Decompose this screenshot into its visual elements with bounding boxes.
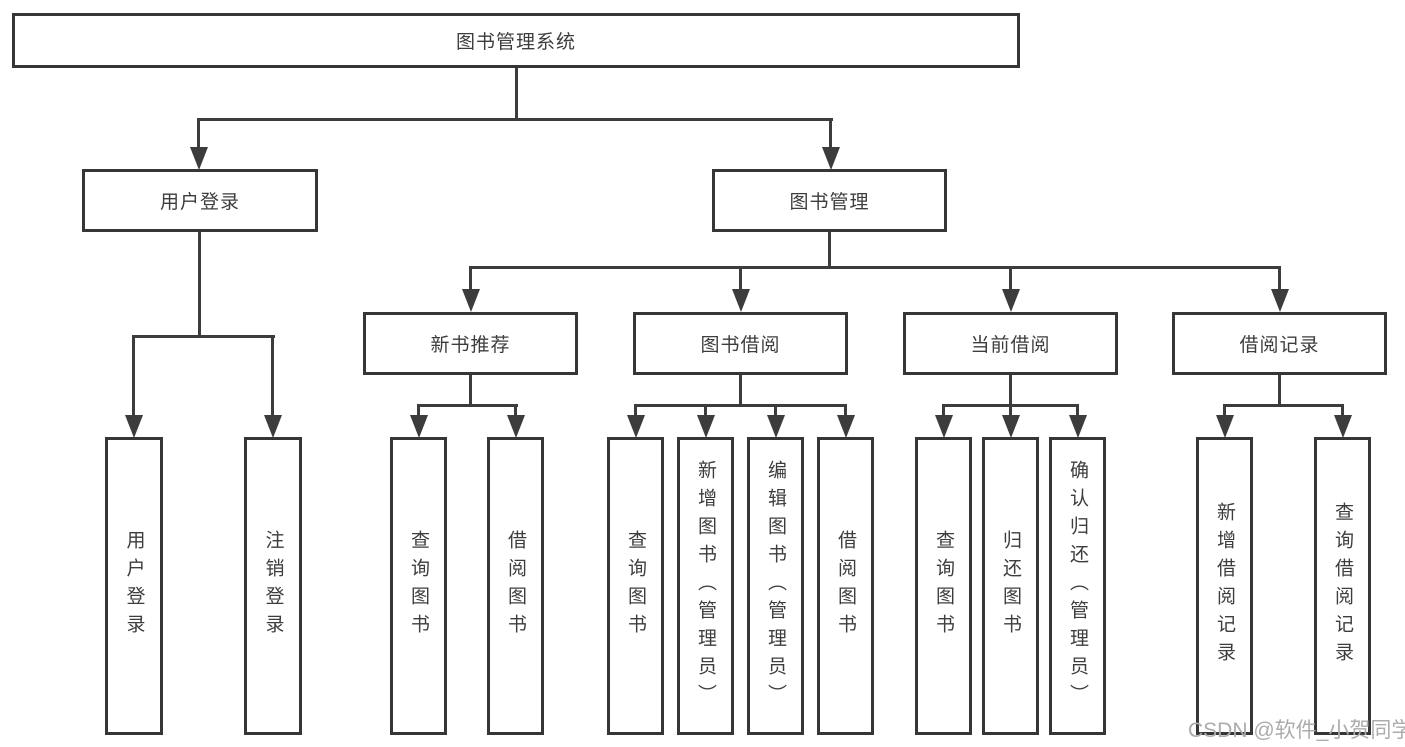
arrow-down-icon [1069,415,1087,438]
leaf-return-books-label: 归还图书 [1000,530,1021,642]
connector-line [828,232,831,269]
node-current-borrowing: 当前借阅 [903,312,1118,375]
connector-line [197,118,200,149]
connector-line [774,404,777,417]
arrow-down-icon [1216,415,1234,438]
leaf-edit-book-admin: 编辑图书（管理员） [747,437,804,735]
connector-line [417,404,420,417]
arrow-down-icon [190,147,208,170]
leaf-borrow-books-recommend: 借阅图书 [487,437,544,735]
connector-line [829,118,832,149]
leaf-add-borrow-record: 新增借阅记录 [1196,437,1253,735]
leaf-query-books-borrowing: 查询图书 [607,437,664,735]
connector-line [704,404,707,417]
node-root-label: 图书管理系统 [455,32,576,53]
arrow-down-icon [410,415,428,438]
connector-line [1009,375,1012,407]
leaf-logout: 注销登录 [244,437,302,735]
connector-line [1009,404,1012,417]
node-new-book-recommend-label: 新书推荐 [430,335,511,356]
arrow-down-icon [697,415,715,438]
node-book-management-label: 图书管理 [789,192,870,213]
leaf-query-books-recommend-label: 查询图书 [408,530,429,642]
leaf-query-books-recommend: 查询图书 [390,437,447,735]
connector-line [1009,266,1012,293]
node-book-borrowing-label: 图书借阅 [700,335,781,356]
connector-line [1076,404,1079,417]
connector-line [942,404,945,417]
connector-line [739,266,742,293]
csdn-watermark: CSDN @软件_小贺同学 [1188,719,1405,742]
connector-line [739,375,742,407]
node-current-borrowing-label: 当前借阅 [970,335,1051,356]
connector-line [1278,266,1281,293]
node-new-book-recommend: 新书推荐 [363,312,578,375]
leaf-edit-book-admin-label: 编辑图书（管理员） [765,460,786,712]
node-user-login: 用户登录 [82,169,318,232]
leaf-query-borrow-record-label: 查询借阅记录 [1332,502,1353,670]
connector-line [469,266,472,293]
connector-line [634,404,637,417]
node-borrow-records-label: 借阅记录 [1239,335,1320,356]
connector-line [271,335,274,417]
leaf-add-borrow-record-label: 新增借阅记录 [1214,502,1235,670]
arrow-down-icon [732,289,750,312]
arrow-down-icon [264,415,282,438]
connector-line [417,404,518,407]
leaf-user-login-label: 用户登录 [123,530,145,642]
arrow-down-icon [767,415,785,438]
arrow-down-icon [1002,289,1020,312]
leaf-logout-label: 注销登录 [262,530,284,642]
connector-line [132,335,135,417]
connector-line [515,68,518,121]
connector-line [198,232,201,338]
leaf-confirm-return-admin: 确认归还（管理员） [1049,437,1106,735]
leaf-query-books-current-label: 查询图书 [933,530,954,642]
leaf-query-books-borrowing-label: 查询图书 [625,530,646,642]
node-borrow-records: 借阅记录 [1172,312,1387,375]
arrow-down-icon [1334,415,1352,438]
connector-line [1278,375,1281,407]
arrow-down-icon [822,147,840,170]
leaf-confirm-return-admin-label: 确认归还（管理员） [1067,460,1088,712]
leaf-query-books-current: 查询图书 [915,437,972,735]
leaf-return-books: 归还图书 [982,437,1039,735]
connector-line [1223,404,1344,407]
arrow-down-icon [837,415,855,438]
connector-line [469,266,1281,269]
connector-line [1223,404,1226,417]
node-book-borrowing: 图书借阅 [633,312,848,375]
leaf-add-book-admin: 新增图书（管理员） [677,437,734,735]
connector-line [844,404,847,417]
arrow-down-icon [1002,415,1020,438]
arrow-down-icon [462,289,480,312]
connector-line [132,335,275,338]
arrow-down-icon [125,415,143,438]
leaf-user-login: 用户登录 [105,437,163,735]
arrow-down-icon [507,415,525,438]
node-user-login-label: 用户登录 [159,192,240,213]
arrow-down-icon [627,415,645,438]
connector-line [634,404,847,407]
leaf-borrow-books-borrowing-label: 借阅图书 [835,530,856,642]
connector-line [1341,404,1344,417]
leaf-borrow-books-recommend-label: 借阅图书 [505,530,526,642]
node-root-library-system: 图书管理系统 [12,13,1020,68]
arrow-down-icon [1271,289,1289,312]
leaf-add-book-admin-label: 新增图书（管理员） [695,460,716,712]
connector-line [469,375,472,407]
node-book-management: 图书管理 [712,169,947,232]
arrow-down-icon [935,415,953,438]
leaf-query-borrow-record: 查询借阅记录 [1314,437,1371,735]
connector-line [514,404,517,417]
leaf-borrow-books-borrowing: 借阅图书 [817,437,874,735]
connector-line [197,118,833,121]
